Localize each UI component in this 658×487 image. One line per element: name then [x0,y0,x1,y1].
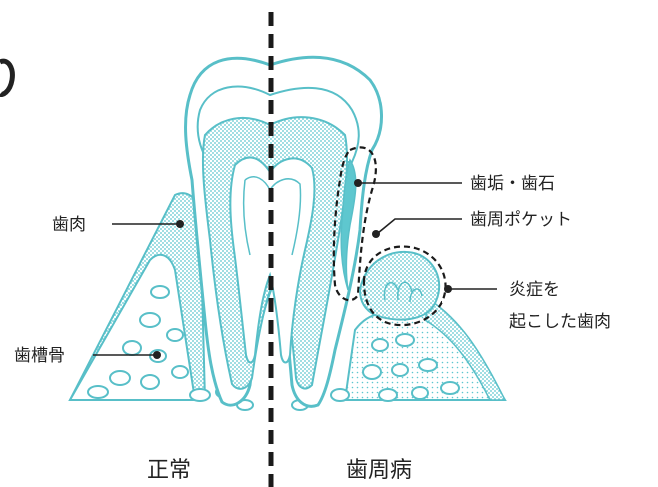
label-inflamed-gum-line2: 起こした歯肉 [509,312,611,332]
label-gum: 歯肉 [52,215,86,235]
label-periodontal-pocket: 歯周ポケット [470,210,572,230]
label-plaque-tartar: 歯垢・歯石 [470,174,555,194]
leader-inflamed-gum [444,285,497,293]
cropped-text-fragment [0,61,12,94]
caption-normal: 正常 [147,458,191,483]
leader-plaque-tartar [354,179,462,187]
label-alveolar-bone: 歯槽骨 [14,346,65,366]
label-inflamed-gum-line1: 炎症を [509,280,560,300]
leader-periodontal-pocket [372,219,462,238]
caption-periodontal-disease: 歯周病 [346,458,412,483]
